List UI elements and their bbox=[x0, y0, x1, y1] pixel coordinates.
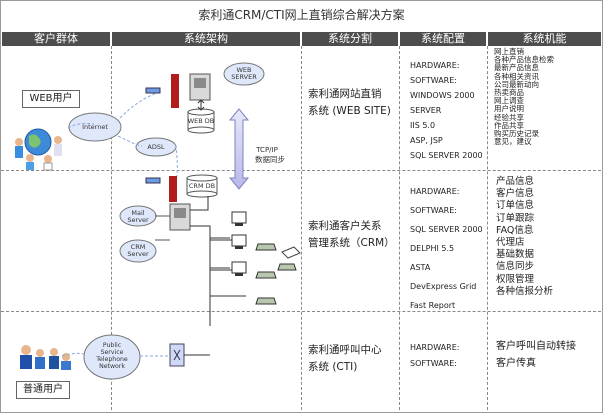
config-cti: HARDWARE: SOFTWARE: bbox=[410, 343, 460, 368]
row-divider bbox=[1, 311, 601, 312]
crm-db-label: CRM DB bbox=[188, 182, 216, 190]
web-user-label: WEB用户 bbox=[22, 90, 80, 108]
config-web: HARDWARE: SOFTWARE: WINDOWS 2000 SERVER … bbox=[410, 61, 483, 160]
crm-server-icon bbox=[169, 203, 191, 231]
web-db-label: WEB DB bbox=[187, 117, 215, 125]
header-segmentation: 系统分割 bbox=[302, 32, 398, 46]
fax-icon bbox=[281, 246, 301, 259]
tcpip-label: TCP/IP bbox=[256, 146, 278, 154]
header-customers: 客户群体 bbox=[2, 32, 110, 46]
sync-label: 数据同步 bbox=[255, 155, 285, 164]
adsl-label: ADSL bbox=[147, 143, 165, 151]
divider bbox=[487, 46, 488, 410]
web-server-label: WEB SERVER bbox=[231, 66, 257, 81]
web-server-cloud bbox=[223, 62, 265, 86]
config-crm: HARDWARE: SOFTWARE: SQL SERVER 2000 DELP… bbox=[410, 187, 483, 310]
web-server-icon bbox=[189, 73, 211, 101]
system-name-web: 索利通网站直销 系统 (WEB SITE) bbox=[308, 88, 391, 117]
header-functions: 系统机能 bbox=[488, 32, 601, 46]
crm-db-icon bbox=[186, 174, 218, 198]
normal-user-icon bbox=[20, 345, 71, 370]
pc-icon bbox=[231, 211, 247, 276]
header-architecture: 系统架构 bbox=[112, 32, 300, 46]
row-divider bbox=[1, 170, 601, 171]
divider bbox=[399, 46, 400, 410]
web-user-icon bbox=[15, 128, 62, 171]
phone-icon bbox=[255, 243, 297, 305]
pstn-cloud bbox=[83, 334, 141, 380]
pstn-label: Public Service Telephone Network bbox=[96, 342, 128, 370]
header-config: 系统配置 bbox=[400, 32, 486, 46]
normal-user-label: 普通用户 bbox=[16, 381, 70, 399]
system-name-crm: 索利通客户关系 管理系统（CRM） bbox=[308, 220, 395, 249]
page-title: 索利通CRM/CTI网上直销综合解决方案 bbox=[198, 8, 405, 22]
functions-web: 网上直销 各种产品信息检索 最新产品信息 各种相关资讯 公司最新动向 热卖商品 … bbox=[494, 47, 554, 147]
pbx-switch-icon bbox=[169, 343, 185, 367]
web-db-icon bbox=[187, 108, 215, 134]
divider bbox=[111, 46, 112, 410]
system-name-cti: 索利通呼叫中心 系统 (CTI) bbox=[308, 344, 382, 373]
crm-server-cloud bbox=[119, 239, 157, 263]
internet-label: Internet bbox=[82, 123, 108, 131]
functions-crm: 产品信息 客户信息 订单信息 订单跟踪 FAQ信息 代理店 基础数据 信息同步 … bbox=[496, 176, 554, 297]
divider bbox=[301, 46, 302, 410]
sync-arrow bbox=[228, 108, 250, 190]
firewall-icon bbox=[171, 74, 179, 108]
crm-server-label: CRM Server bbox=[127, 243, 149, 258]
firewall-icon bbox=[169, 176, 177, 202]
functions-cti: 客户呼叫自动转接 客户传真 bbox=[496, 341, 576, 369]
router-icon bbox=[145, 87, 161, 184]
mail-server-label: Mail Server bbox=[127, 209, 149, 224]
